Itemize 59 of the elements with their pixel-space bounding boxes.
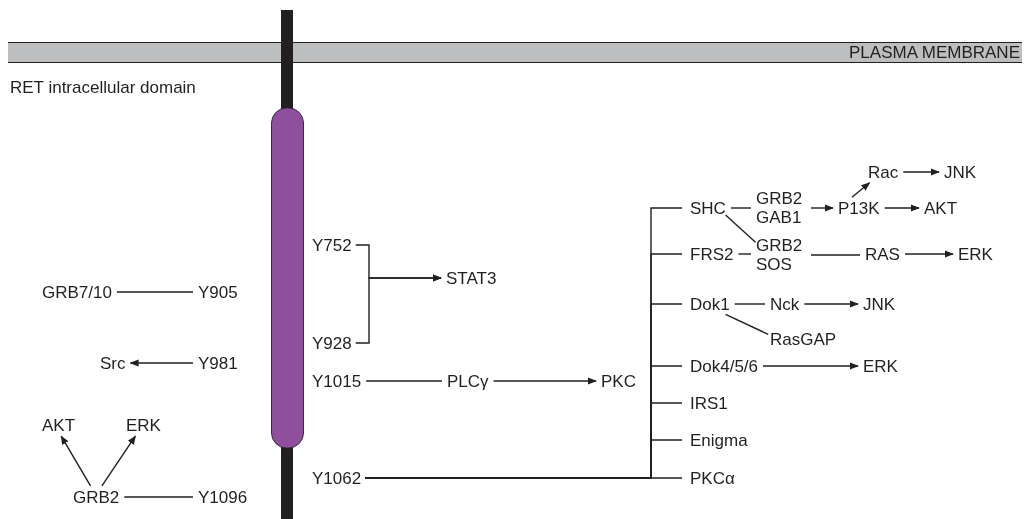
connector-line [810, 254, 861, 256]
protein-label: GRB7/10 [42, 282, 112, 302]
connector-line [116, 291, 194, 293]
connector-line [123, 496, 194, 498]
protein-label: GRB2 [73, 487, 120, 507]
protein-label: AKT [42, 415, 76, 435]
arrow [883, 204, 920, 212]
connector-line [724, 313, 769, 336]
tyrosine-site-label: Y928 [312, 333, 352, 353]
protein-label: Dok1 [690, 294, 730, 314]
tyrosine-site-label: Y981 [198, 353, 238, 373]
protein-label: PLCγ [447, 371, 489, 391]
membrane-label: PLASMA MEMBRANE [849, 43, 1020, 62]
arrow [762, 362, 859, 370]
protein-label: ERK [863, 356, 898, 376]
protein-label: AKT [924, 198, 958, 218]
protein-label: Enigma [690, 430, 748, 450]
arrow [810, 204, 834, 212]
protein-label: GRB2 GAB1 [756, 189, 806, 227]
protein-label: P13K [838, 198, 880, 218]
arrow [60, 435, 92, 487]
connector-line [737, 253, 752, 255]
protein-label: GRB2 SOS [756, 236, 806, 274]
protein-label: IRS1 [690, 393, 728, 413]
protein-label: Nck [770, 294, 800, 314]
plasma-membrane-band [8, 42, 1022, 63]
protein-label: STAT3 [446, 268, 497, 288]
arrow [492, 377, 597, 385]
protein-label: Rac [868, 162, 899, 182]
arrow [129, 359, 194, 367]
protein-label: ERK [958, 244, 993, 264]
protein-label: RAS [865, 244, 900, 264]
protein-label: ERK [126, 415, 161, 435]
tyrosine-site-label: Y752 [312, 235, 352, 255]
protein-label: Src [100, 353, 126, 373]
protein-label: PKC [601, 371, 636, 391]
connector-line [364, 477, 683, 479]
tyrosine-site-label: Y1062 [312, 468, 362, 488]
arrow [902, 168, 940, 176]
connector-line [730, 207, 752, 209]
connector-line [365, 380, 443, 382]
protein-label: SHC [690, 198, 726, 218]
arrow [904, 250, 954, 258]
connector-line [724, 214, 757, 243]
tyrosine-site-label: Y1096 [198, 487, 248, 507]
arrow [851, 182, 871, 198]
protein-label: JNK [863, 294, 896, 314]
tyrosine-site-label: Y905 [198, 282, 238, 302]
tyrosine-site-label: Y1015 [312, 371, 362, 391]
protein-label: JNK [944, 162, 977, 182]
protein-label: FRS2 [690, 244, 734, 264]
protein-label: Dok4/5/6 [690, 356, 759, 376]
domain-label: RET intracellular domain [10, 78, 196, 97]
protein-label: PKCα [690, 468, 735, 488]
protein-label: RasGAP [770, 329, 837, 349]
arrow [803, 300, 859, 308]
connector-line [734, 303, 766, 305]
arrow [355, 274, 442, 344]
arrow [101, 435, 137, 487]
